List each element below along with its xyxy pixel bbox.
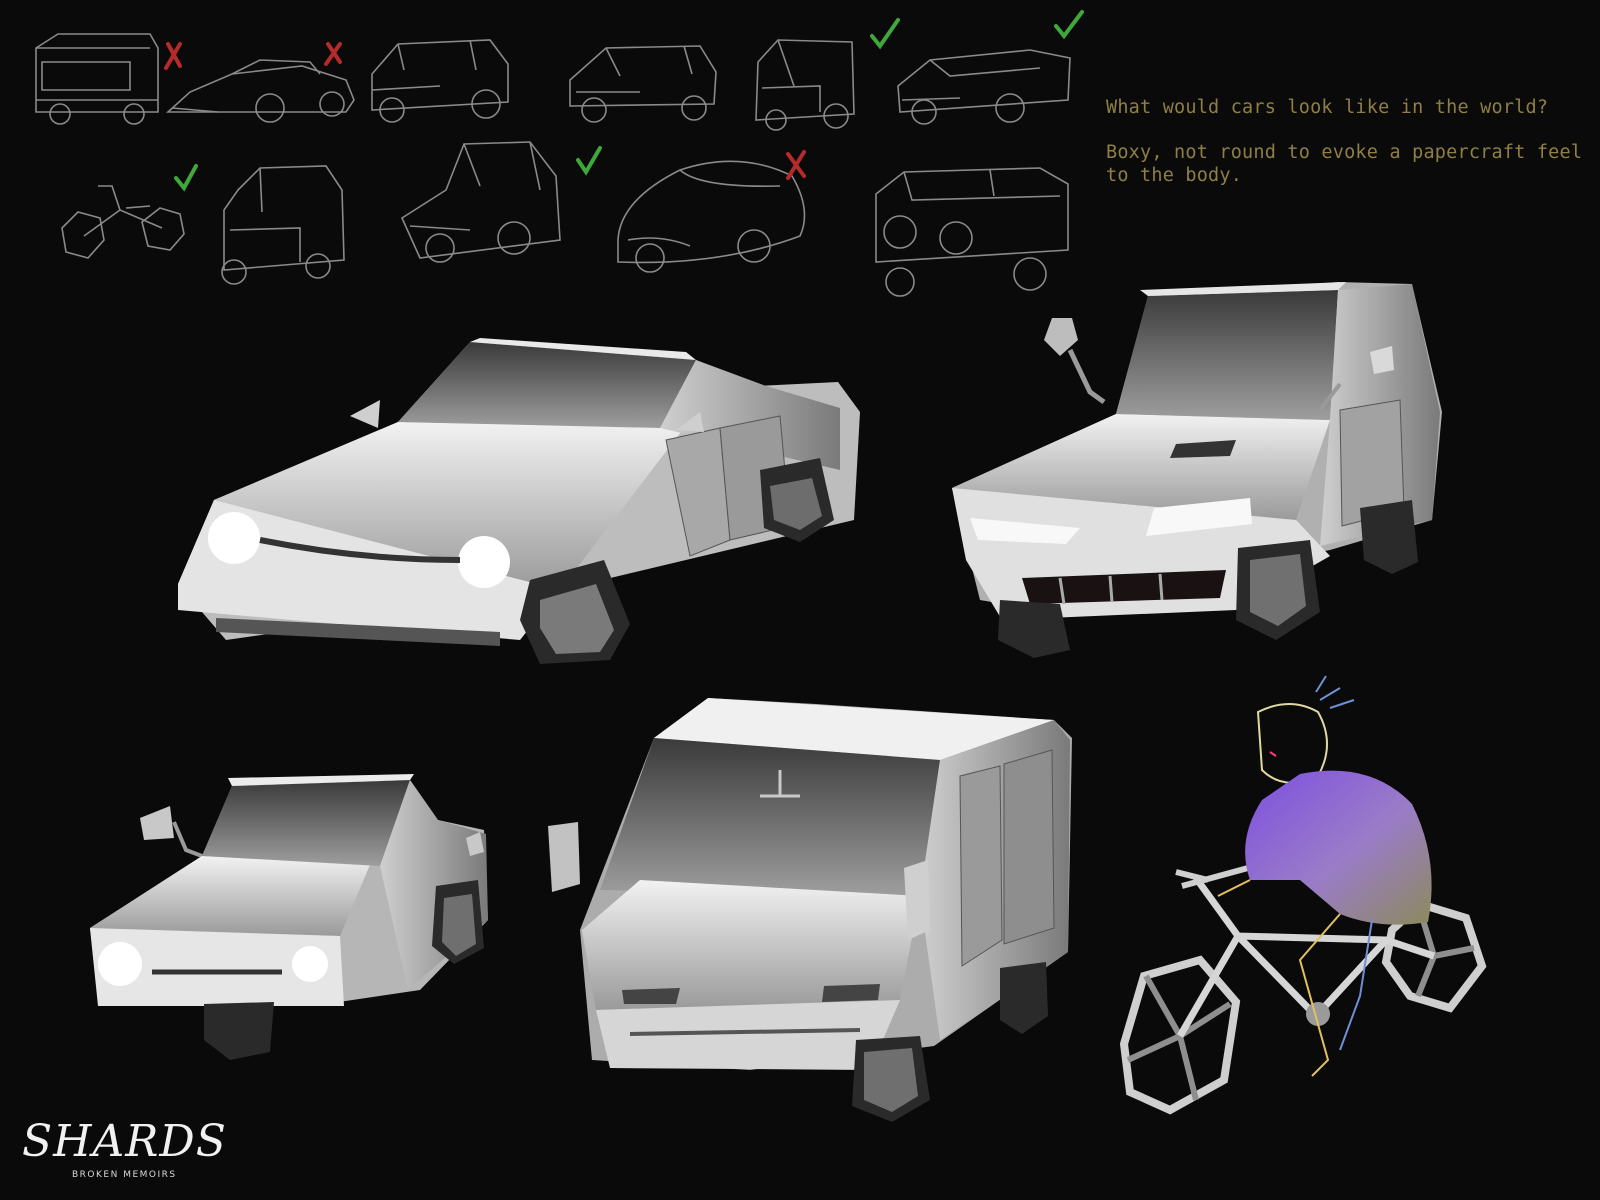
approve-mark-icon [174, 164, 198, 192]
note-answer: Boxy, not round to evoke a papercraft fe… [1106, 142, 1583, 186]
sketch-hatchback [400, 141, 561, 263]
approve-mark-icon [576, 146, 602, 176]
brand-subtitle: BROKEN MEMOIRS [72, 1170, 177, 1180]
sketch-sports-car [165, 59, 355, 123]
note-question: What would cars look like in the world? [1106, 97, 1549, 118]
sketch-minivan [755, 39, 855, 131]
reject-mark-icon [324, 42, 342, 66]
sketch-coupe [897, 49, 1071, 125]
sketch-bicycle [61, 185, 185, 259]
sketch-round-car [617, 160, 806, 273]
reject-mark-icon [786, 150, 806, 180]
approve-mark-icon [1054, 10, 1084, 40]
brand-title: SHARDS [22, 1116, 227, 1167]
sketch-truck [221, 165, 345, 285]
brand-logo: SHARDS BROKEN MEMOIRS [22, 1112, 226, 1192]
sketch-sedan [569, 45, 717, 123]
sketch-van [35, 33, 159, 125]
design-notes: What would cars look like in the world? … [1106, 96, 1586, 209]
model-minivan [548, 698, 1072, 1122]
model-tall-hatch [952, 282, 1442, 658]
model-small-car [90, 774, 488, 1060]
sketch-buggy [371, 39, 509, 123]
model-sedan [178, 338, 860, 664]
cyclist-illustration [1119, 675, 1487, 1115]
sketch-jeep [875, 167, 1069, 297]
reject-mark-icon [164, 42, 182, 70]
approve-mark-icon [870, 18, 900, 50]
